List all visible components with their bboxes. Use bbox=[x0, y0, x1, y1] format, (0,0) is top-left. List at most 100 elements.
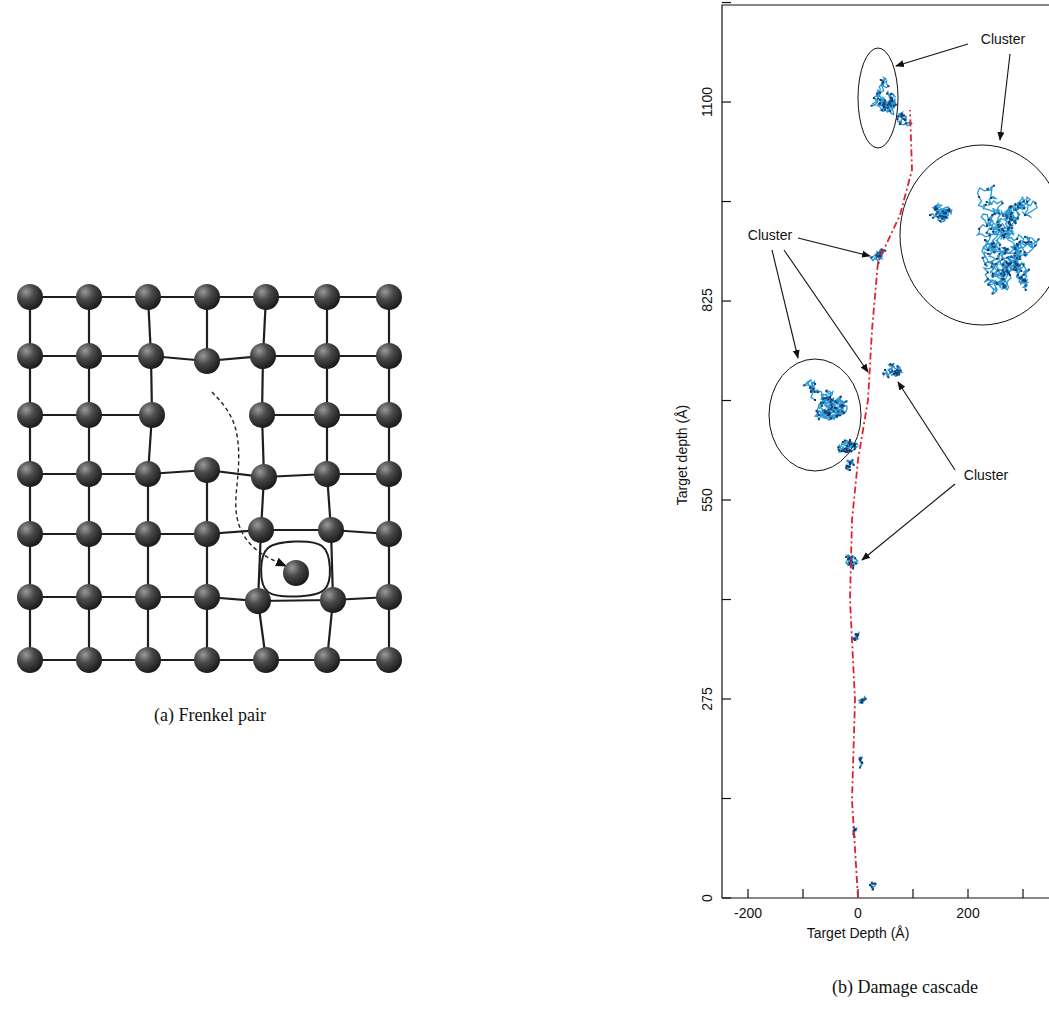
vacancy-dot bbox=[1014, 266, 1016, 268]
atom bbox=[314, 343, 340, 369]
vacancy-dot bbox=[1034, 202, 1036, 204]
vacancy-dot bbox=[877, 252, 879, 254]
vacancy-dot bbox=[875, 254, 877, 256]
vacancy-dot bbox=[943, 212, 945, 214]
vacancy-dot bbox=[853, 464, 855, 466]
cluster-label: Cluster bbox=[962, 468, 1010, 483]
vacancy-dot bbox=[1030, 241, 1032, 243]
vacancy-dot bbox=[986, 188, 988, 190]
atom bbox=[194, 284, 220, 310]
vacancy-dot bbox=[1010, 205, 1012, 207]
axis-tick bbox=[722, 698, 731, 699]
vacancy-dot bbox=[880, 248, 882, 250]
atom bbox=[76, 343, 102, 369]
atom bbox=[314, 284, 340, 310]
vacancy-dot bbox=[803, 384, 805, 386]
vacancy-dot bbox=[1017, 263, 1019, 265]
vacancy-dot bbox=[842, 450, 844, 452]
vacancy-dot bbox=[896, 374, 898, 376]
vacancy-dot bbox=[1019, 203, 1021, 205]
vacancy-dot bbox=[1023, 200, 1025, 202]
vacancy-dot bbox=[993, 251, 995, 253]
vacancy-dot bbox=[849, 461, 851, 463]
vacancy-dot bbox=[1006, 269, 1008, 271]
axis-tick bbox=[912, 889, 913, 898]
vacancy-dot bbox=[899, 369, 901, 371]
vacancy-dot bbox=[1014, 252, 1016, 254]
vacancy-dot bbox=[814, 399, 816, 401]
vacancy-dot bbox=[945, 212, 947, 214]
vacancy-dot bbox=[990, 228, 992, 230]
vacancy-dot bbox=[1024, 284, 1026, 286]
atom bbox=[376, 584, 402, 610]
vacancy-dot bbox=[997, 224, 999, 226]
vacancy-dot bbox=[829, 417, 831, 419]
vacancy-dot bbox=[1008, 227, 1010, 229]
vacancy-dot bbox=[941, 216, 943, 218]
vacancy-dot bbox=[939, 220, 941, 222]
vacancy-dot bbox=[1016, 243, 1018, 245]
vacancy-dot bbox=[991, 266, 993, 268]
recoil-track bbox=[837, 440, 857, 453]
vacancy-dot bbox=[893, 105, 895, 107]
vacancy-dot bbox=[1024, 251, 1026, 253]
vacancy-dot bbox=[1023, 207, 1025, 209]
vacancy-dot bbox=[845, 400, 847, 402]
vacancy-dot bbox=[1002, 215, 1004, 217]
atom bbox=[376, 284, 402, 310]
distorted-bonds bbox=[261, 541, 330, 596]
atom bbox=[314, 647, 340, 673]
leader-arrow bbox=[798, 238, 870, 256]
vacancy-dot bbox=[852, 565, 854, 567]
vacancy-dot bbox=[932, 217, 934, 219]
vacancy-dot bbox=[1000, 273, 1002, 275]
vacancy-dot bbox=[879, 99, 881, 101]
vacancy-dot bbox=[850, 462, 852, 464]
vacancy-dot bbox=[841, 404, 843, 406]
atom bbox=[245, 588, 271, 614]
vacancy-dot bbox=[1023, 241, 1025, 243]
vacancy-dot bbox=[994, 213, 996, 215]
vacancy-dot bbox=[997, 221, 999, 223]
atom bbox=[249, 402, 275, 428]
vacancy-dot bbox=[810, 391, 812, 393]
vacancy-dot bbox=[992, 293, 994, 295]
tick-label: 275 bbox=[700, 687, 715, 710]
vacancy-dot bbox=[992, 273, 994, 275]
vacancy-dot bbox=[880, 79, 882, 81]
recoil-track bbox=[859, 757, 863, 768]
vacancy-dot bbox=[987, 253, 989, 255]
vacancy-dot bbox=[891, 98, 893, 100]
vacancy-dot bbox=[852, 567, 854, 569]
vacancy-dot bbox=[1018, 256, 1020, 258]
axis-tick bbox=[722, 897, 731, 898]
vacancy-dot bbox=[824, 410, 826, 412]
vacancy-dot bbox=[1038, 238, 1040, 240]
vacancy-dot bbox=[863, 699, 865, 701]
vacancy-dot bbox=[1014, 203, 1016, 205]
atom bbox=[17, 343, 43, 369]
vacancy-dot bbox=[854, 639, 856, 641]
vacancy-dot bbox=[845, 467, 847, 469]
tick-label: 1100 bbox=[700, 87, 715, 117]
vacancy-dot bbox=[889, 110, 891, 112]
vacancy-dot bbox=[984, 239, 986, 241]
vacancy-dot bbox=[828, 411, 830, 413]
vacancy-dot bbox=[828, 414, 830, 416]
atom bbox=[376, 521, 402, 547]
vacancy-dot bbox=[869, 884, 871, 886]
tick-label: 550 bbox=[700, 488, 715, 511]
vacancy-dot bbox=[855, 563, 857, 565]
vacancy-dot bbox=[987, 284, 989, 286]
vacancy-dot bbox=[986, 201, 988, 203]
atom bbox=[283, 560, 309, 586]
vacancy-dot bbox=[987, 278, 989, 280]
vacancy-dot bbox=[1002, 269, 1004, 271]
vacancy-dot bbox=[828, 408, 830, 410]
vacancy-dot bbox=[1007, 264, 1009, 266]
ion-track bbox=[850, 110, 912, 898]
vacancy-dot bbox=[1006, 262, 1008, 264]
vacancy-dot bbox=[992, 263, 994, 265]
vacancy-dot bbox=[1015, 269, 1017, 271]
vacancy-dot bbox=[996, 258, 998, 260]
